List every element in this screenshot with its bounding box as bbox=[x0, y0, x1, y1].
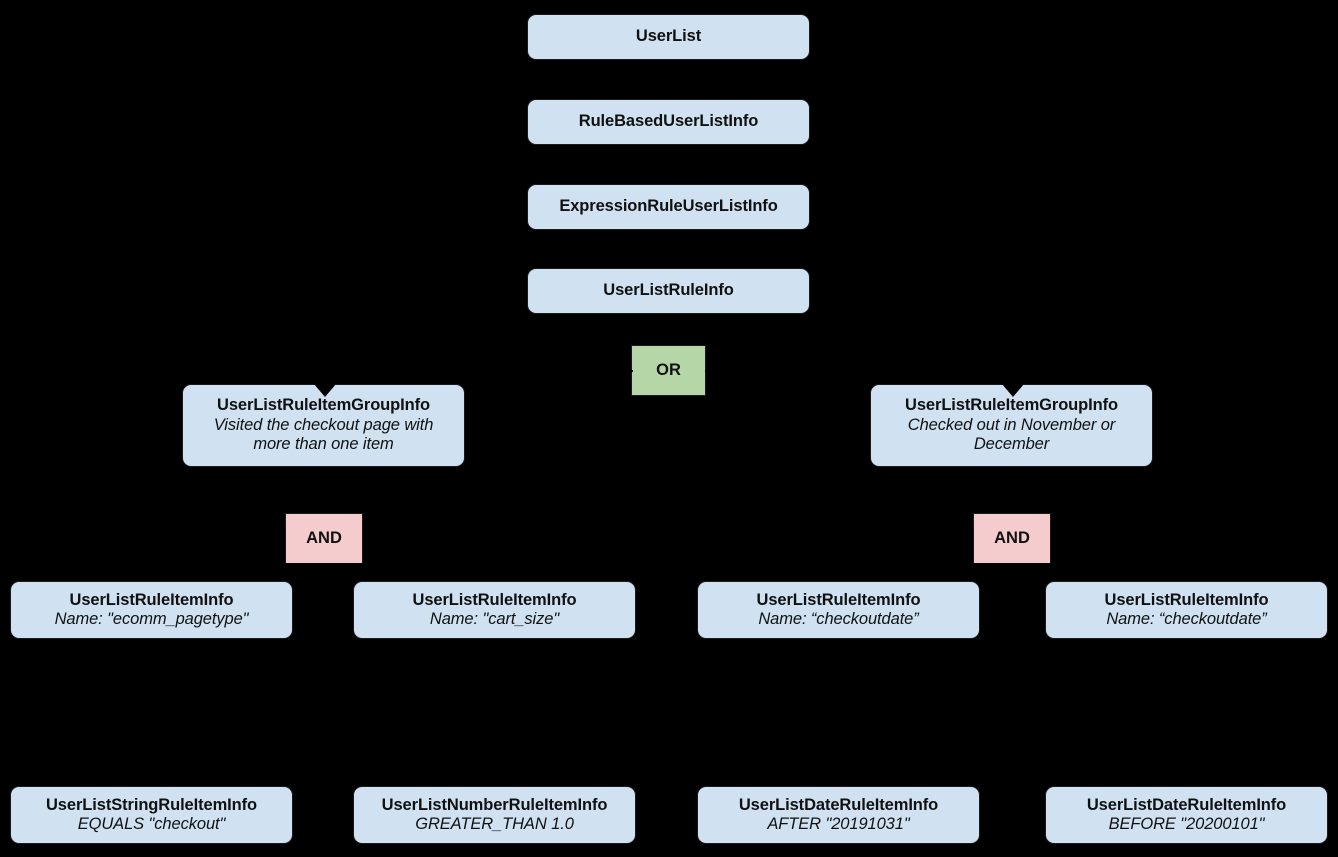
group-connector-notch bbox=[1002, 384, 1024, 397]
node-title: UserList bbox=[635, 27, 702, 46]
edge-or-to-group-right bbox=[705, 370, 1011, 372]
node-rulebaseduserlistinfo[interactable]: RuleBasedUserListInfo bbox=[527, 99, 810, 145]
node-description: Name: "cart_size" bbox=[429, 610, 560, 628]
node-title: UserListRuleItemInfo bbox=[412, 590, 577, 609]
edge-userlist-to-rulebased bbox=[667, 60, 669, 100]
node-title: UserListRuleItemGroupInfo bbox=[217, 396, 430, 415]
node-userlist[interactable]: UserList bbox=[527, 14, 810, 60]
edge-item-4-to-leaf-4 bbox=[1186, 639, 1188, 786]
node-title: UserListNumberRuleItemInfo bbox=[381, 795, 608, 814]
node-expressionruleuserlistinfo[interactable]: ExpressionRuleUserListInfo bbox=[527, 184, 810, 230]
edge-item-3-to-leaf-3 bbox=[838, 639, 840, 786]
node-rule-item-3[interactable]: UserListRuleItemInfo Name: “checkoutdate… bbox=[697, 581, 980, 639]
node-description: Name: “checkoutdate” bbox=[758, 610, 919, 628]
node-title: UserListStringRuleItemInfo bbox=[45, 795, 257, 814]
edge-item-1-to-leaf-1 bbox=[151, 639, 153, 786]
edge-rule-to-or bbox=[667, 313, 669, 345]
edge-and-right-to-item-3 bbox=[838, 563, 1012, 565]
node-description: Name: “checkoutdate” bbox=[1106, 610, 1267, 628]
node-rule-item-2[interactable]: UserListRuleItemInfo Name: "cart_size" bbox=[353, 581, 636, 639]
node-title: UserListDateRuleItemInfo bbox=[1086, 795, 1287, 814]
edge-and-right-to-item-4 bbox=[1012, 563, 1186, 565]
node-title: UserListRuleItemInfo bbox=[69, 590, 234, 609]
node-title: UserListRuleInfo bbox=[603, 281, 734, 300]
node-leaf-date-rule-after[interactable]: UserListDateRuleItemInfo AFTER "20191031… bbox=[697, 786, 980, 844]
node-title: RuleBasedUserListInfo bbox=[578, 112, 759, 131]
operator-and-left[interactable]: AND bbox=[285, 513, 363, 564]
operator-and-right[interactable]: AND bbox=[973, 513, 1051, 564]
edge-expression-to-rule bbox=[667, 229, 669, 269]
node-description: Checked out in November or December bbox=[907, 415, 1116, 454]
operator-or[interactable]: OR bbox=[631, 345, 706, 396]
node-description: GREATER_THAN 1.0 bbox=[415, 815, 574, 833]
node-description: AFTER "20191031" bbox=[767, 815, 910, 833]
edge-group-left-to-and bbox=[322, 467, 324, 513]
node-description: Name: "ecomm_pagetype" bbox=[54, 610, 249, 628]
node-rule-item-4[interactable]: UserListRuleItemInfo Name: “checkoutdate… bbox=[1045, 581, 1328, 639]
node-leaf-number-rule[interactable]: UserListNumberRuleItemInfo GREATER_THAN … bbox=[353, 786, 636, 844]
node-title: UserListRuleItemInfo bbox=[756, 590, 921, 609]
node-userlistruleinfo[interactable]: UserListRuleInfo bbox=[527, 268, 810, 314]
edge-rulebased-to-expression bbox=[667, 144, 669, 185]
node-title: UserListRuleItemInfo bbox=[1104, 590, 1269, 609]
node-group-left[interactable]: UserListRuleItemGroupInfo Visited the ch… bbox=[182, 384, 465, 467]
operator-label: OR bbox=[656, 361, 681, 379]
edge-and-left-to-item-1 bbox=[151, 563, 324, 565]
group-connector-notch bbox=[314, 384, 336, 397]
node-description: Visited the checkout page with more than… bbox=[213, 415, 434, 454]
edge-item-2-to-leaf-2 bbox=[494, 639, 496, 786]
node-group-right[interactable]: UserListRuleItemGroupInfo Checked out in… bbox=[870, 384, 1153, 467]
edge-group-right-to-and bbox=[1010, 467, 1012, 513]
operator-label: AND bbox=[994, 529, 1030, 547]
operator-label: AND bbox=[306, 529, 342, 547]
node-title: ExpressionRuleUserListInfo bbox=[559, 197, 778, 216]
node-title: UserListRuleItemGroupInfo bbox=[905, 396, 1118, 415]
edge-and-left-to-item-2 bbox=[324, 563, 495, 565]
node-description: BEFORE "20200101" bbox=[1108, 815, 1265, 833]
node-leaf-string-rule[interactable]: UserListStringRuleItemInfo EQUALS "check… bbox=[10, 786, 293, 844]
node-rule-item-1[interactable]: UserListRuleItemInfo Name: "ecomm_pagety… bbox=[10, 581, 293, 639]
node-title: UserListDateRuleItemInfo bbox=[738, 795, 939, 814]
node-description: EQUALS "checkout" bbox=[77, 815, 226, 833]
edge-or-to-group-left bbox=[323, 370, 633, 372]
node-leaf-date-rule-before[interactable]: UserListDateRuleItemInfo BEFORE "2020010… bbox=[1045, 786, 1328, 844]
